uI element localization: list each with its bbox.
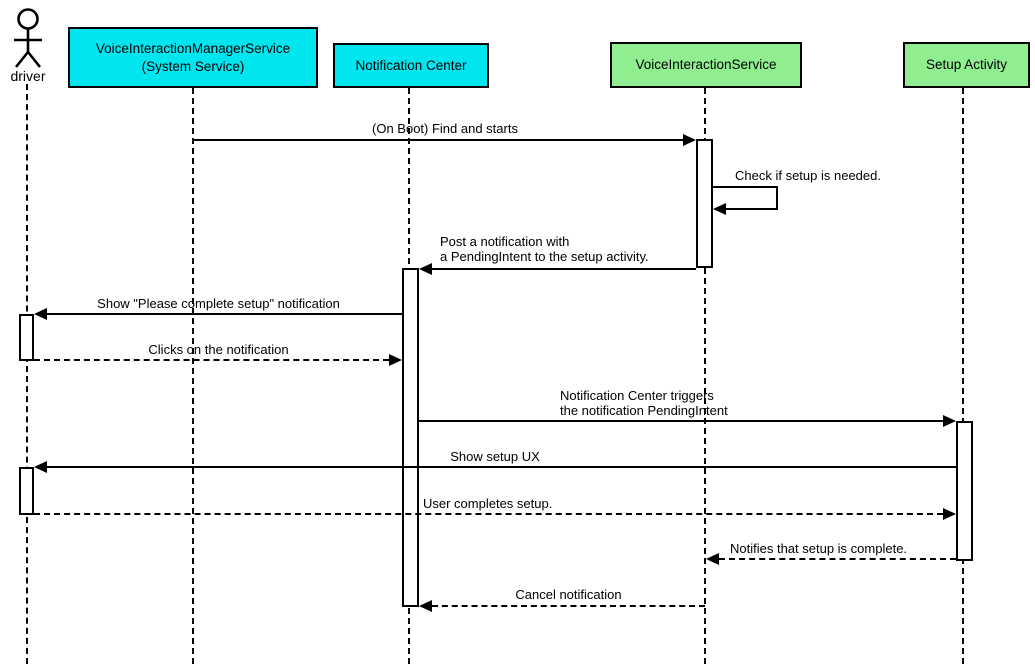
lifeline-voice-interaction-manager-service — [192, 88, 194, 664]
activation-notification-center — [402, 268, 419, 607]
message-label-show-setup-ux: Show setup UX — [450, 449, 540, 464]
message-label-line1: Notification Center triggers — [560, 388, 714, 403]
message-line-user-completes-setup — [34, 513, 943, 515]
arrowhead-left-icon — [419, 263, 432, 275]
message-line-on-boot — [193, 139, 684, 141]
message-label-user-completes-setup: User completes setup. — [423, 496, 553, 511]
arrowhead-right-icon — [389, 354, 402, 366]
message-line-triggers-pendingintent — [419, 420, 943, 422]
arrowhead-right-icon — [943, 415, 956, 427]
message-line-clicks-notification — [34, 359, 389, 361]
message-label-post-notification: Post a notification with a PendingIntent… — [440, 234, 649, 264]
participant-voice-interaction-service: VoiceInteractionService — [610, 42, 802, 88]
participant-voice-interaction-manager-service: VoiceInteractionManagerService (System S… — [68, 27, 318, 88]
message-label-line1: Post a notification with — [440, 234, 570, 249]
lifeline-setup-activity — [962, 88, 964, 664]
message-self-right-line — [776, 186, 778, 210]
message-label-triggers-pendingintent: Notification Center triggers the notific… — [560, 388, 728, 418]
message-self-top-line — [713, 186, 778, 188]
message-label-clicks-notification: Clicks on the notification — [148, 342, 289, 357]
arrowhead-left-icon — [713, 203, 726, 215]
arrowhead-left-icon — [706, 553, 719, 565]
participant-label: Setup Activity — [925, 57, 1008, 73]
arrowhead-right-icon — [683, 134, 696, 146]
arrowhead-left-icon — [419, 600, 432, 612]
arrowhead-left-icon — [34, 308, 47, 320]
message-label-cancel-notification: Cancel notification — [515, 587, 622, 602]
activation-driver-1 — [19, 314, 34, 361]
participant-label-line2: (System Service) — [141, 58, 245, 74]
lifeline-voice-interaction-service — [704, 88, 706, 664]
arrowhead-left-icon — [34, 461, 47, 473]
message-line-notifies-complete — [719, 558, 956, 560]
participant-notification-center: Notification Center — [333, 43, 489, 88]
arrowhead-right-icon — [943, 508, 956, 520]
message-label-on-boot: (On Boot) Find and starts — [372, 121, 518, 136]
message-line-post-notification — [432, 268, 696, 270]
message-label-show-notification: Show "Please complete setup" notificatio… — [97, 296, 340, 311]
message-line-cancel-notification — [432, 605, 705, 607]
participant-label-line1: VoiceInteractionManagerService — [95, 40, 291, 56]
message-label-line2: the notification PendingIntent — [560, 403, 728, 418]
message-label-notifies-complete: Notifies that setup is complete. — [730, 541, 908, 556]
message-self-bottom-line — [726, 208, 778, 210]
participant-label: VoiceInteractionService — [635, 57, 777, 73]
activation-setup-activity — [956, 421, 973, 561]
actor-driver-icon — [14, 8, 42, 68]
message-label-line2: a PendingIntent to the setup activity. — [440, 249, 649, 264]
message-label-check-setup: Check if setup is needed. — [735, 168, 881, 183]
message-line-show-setup-ux — [47, 466, 956, 468]
participant-setup-activity: Setup Activity — [903, 42, 1030, 88]
activation-driver-2 — [19, 467, 34, 515]
lifeline-driver — [26, 84, 28, 664]
message-line-show-notification — [47, 313, 402, 315]
actor-driver-label: driver — [10, 68, 46, 84]
activation-voice-interaction-service — [696, 139, 713, 268]
participant-label: Notification Center — [355, 57, 467, 73]
